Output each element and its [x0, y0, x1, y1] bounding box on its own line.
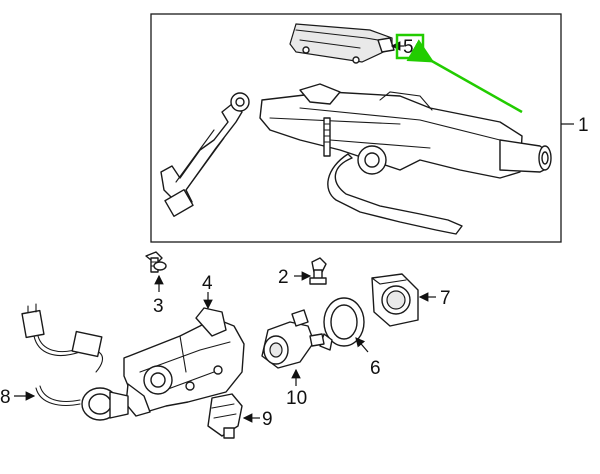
switch-part-10: [261, 309, 325, 369]
module-part-5: [289, 23, 395, 64]
callout-4: 4: [202, 273, 213, 294]
callout-1: 1: [578, 115, 589, 136]
sensor-part-9: [207, 393, 243, 439]
assembly-frame: [150, 13, 562, 243]
bezel-part-7: [371, 273, 419, 327]
callout-5: 5: [403, 37, 414, 58]
bolt-part-2: [309, 257, 327, 285]
callout-7: 7: [440, 288, 451, 309]
callout-2: 2: [278, 267, 289, 288]
screw-part-3: [145, 251, 167, 273]
callout-8: 8: [0, 387, 11, 408]
ring-part-6: [319, 297, 365, 351]
callout-10: 10: [286, 388, 307, 409]
callout-3: 3: [153, 296, 164, 317]
steering-column-assembly: [160, 83, 552, 235]
callout-6-leader: [355, 337, 369, 353]
callout-9: 9: [262, 409, 273, 430]
green-pointer-arrow: [406, 39, 523, 114]
callout-6: 6: [370, 358, 381, 379]
harness-part-8: [21, 303, 129, 421]
